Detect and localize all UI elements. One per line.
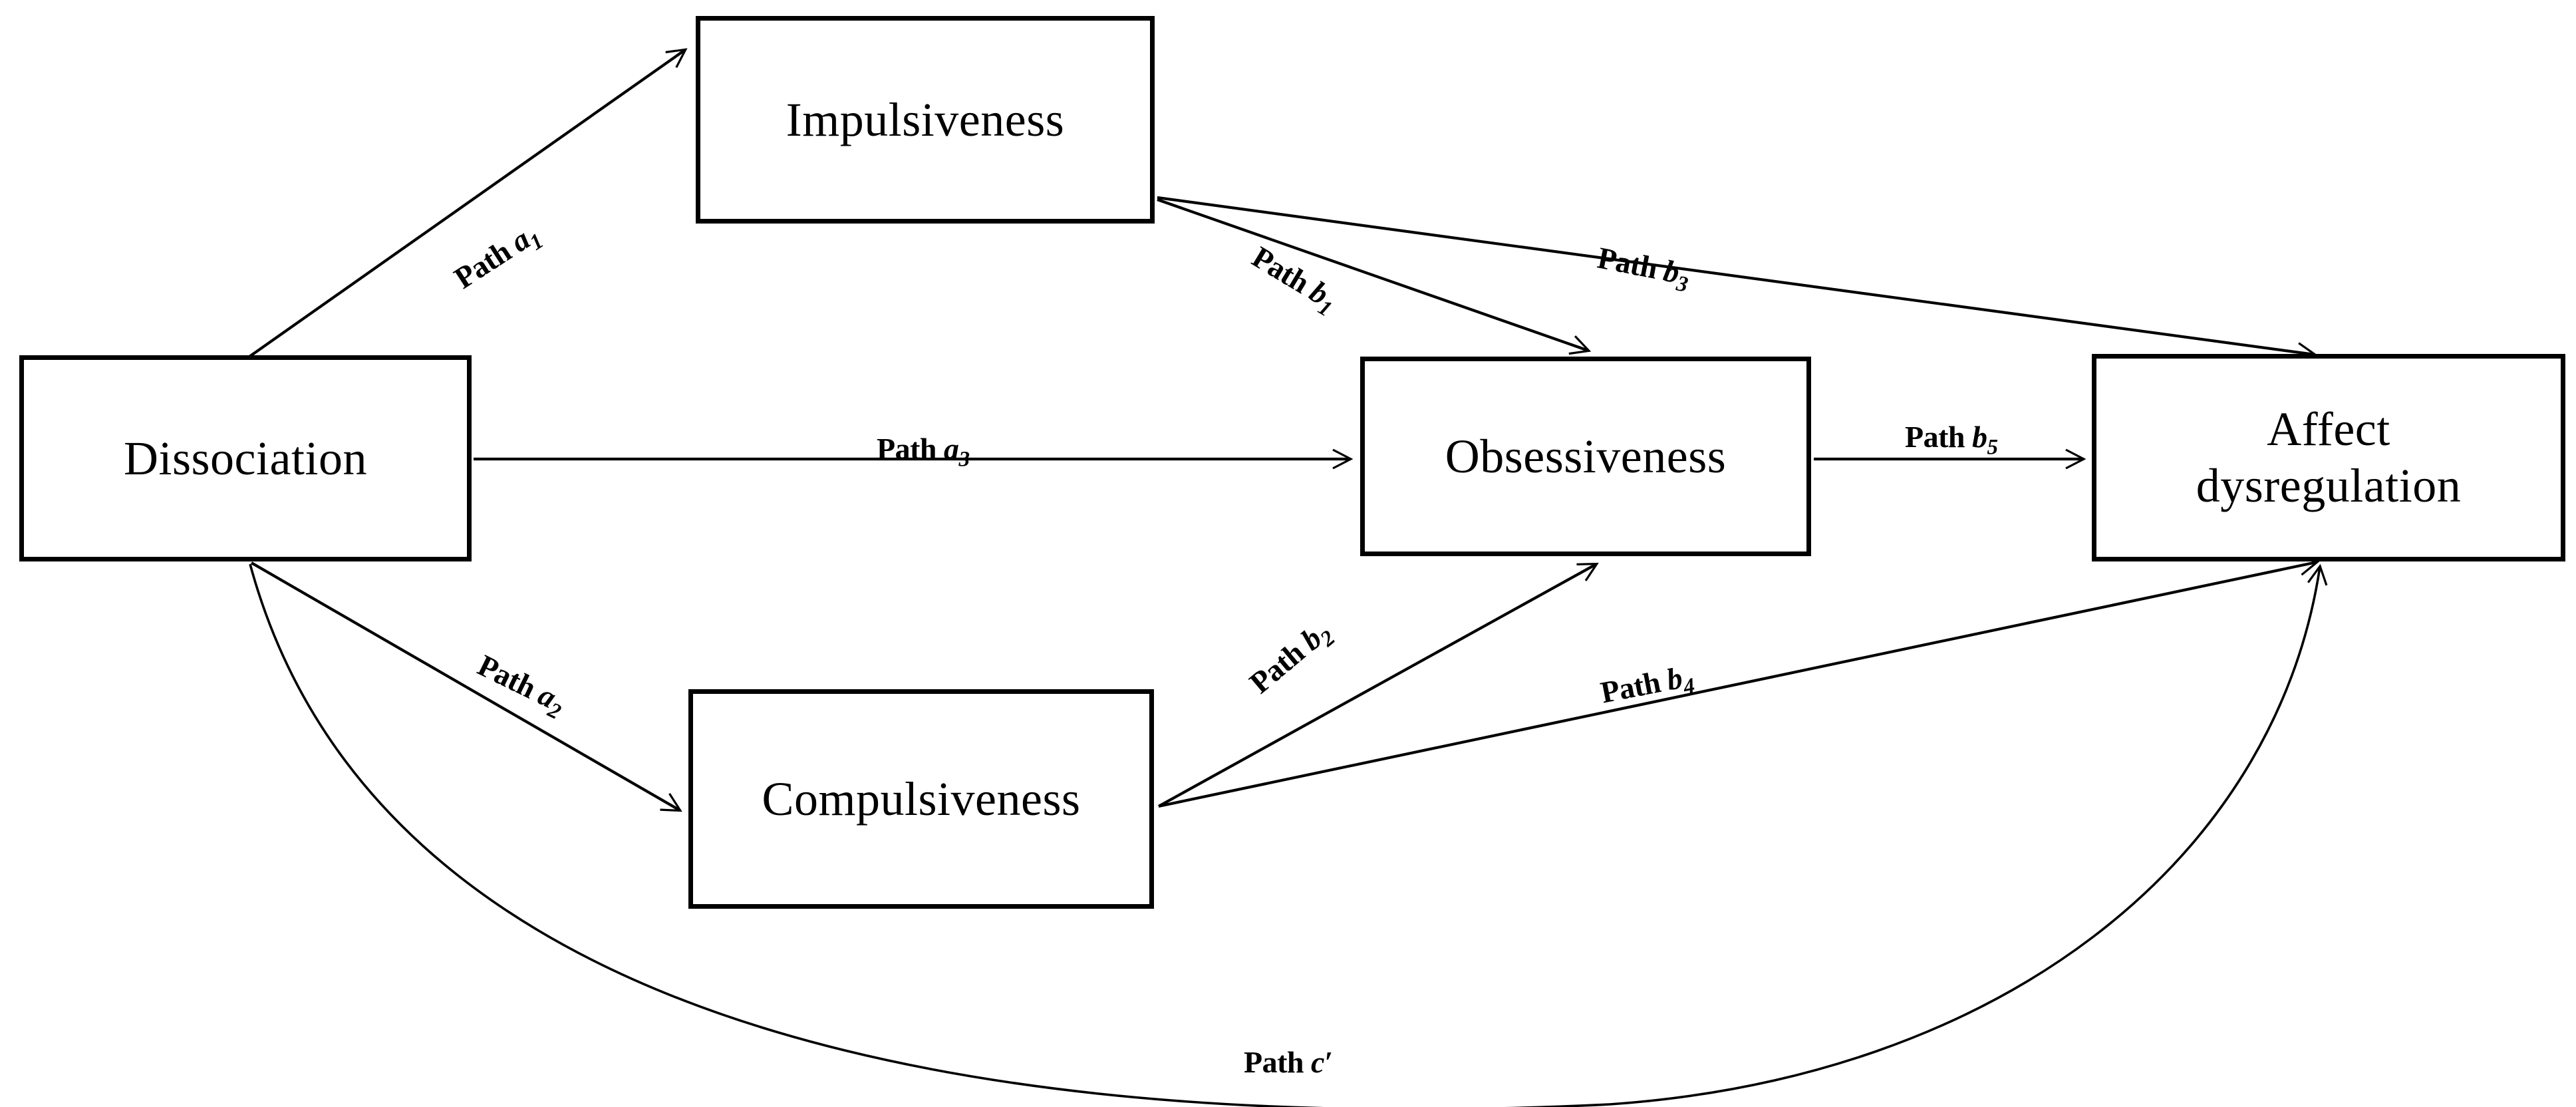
edge-a1-line <box>248 50 685 358</box>
node-compulsiveness[interactable]: Compulsiveness <box>688 689 1154 909</box>
node-obsessiveness-label: Obsessiveness <box>1445 429 1727 483</box>
node-dissociation[interactable]: Dissociation <box>19 355 472 561</box>
node-affect-dysregulation[interactable]: Affect dysregulation <box>2092 354 2565 561</box>
edge-b3-line <box>1157 196 2315 355</box>
node-impulsiveness[interactable]: Impulsiveness <box>696 16 1155 224</box>
node-compulsiveness-label: Compulsiveness <box>762 772 1081 826</box>
edge-label-path-c-prime: Path c′ <box>1244 1045 1333 1079</box>
node-impulsiveness-label: Impulsiveness <box>786 92 1065 146</box>
node-affect-dysregulation-label: Affect dysregulation <box>2196 402 2462 512</box>
edge-b2-line <box>1157 564 1596 808</box>
edge-label-path-b5: Path b5 <box>1905 420 1998 460</box>
edge-b1-line <box>1157 198 1588 351</box>
edge-cprime-curve <box>249 563 2320 1107</box>
node-dissociation-label: Dissociation <box>124 431 367 485</box>
node-obsessiveness[interactable]: Obsessiveness <box>1360 357 1811 556</box>
edge-b4-line <box>1158 562 2317 808</box>
edge-a2-line <box>250 561 680 810</box>
edge-label-path-a3: Path a3 <box>877 432 970 472</box>
